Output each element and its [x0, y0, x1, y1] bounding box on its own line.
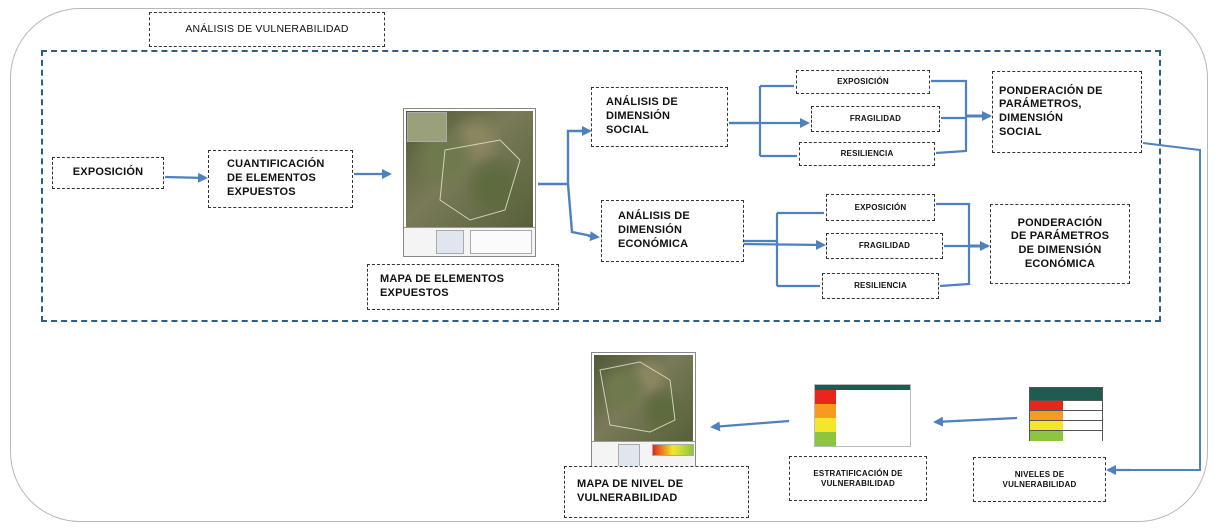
outer-frame — [10, 8, 1208, 522]
arrow-mapa-dimensiones — [538, 129, 598, 239]
node-cuantificacion: CUANTIFICACIÓN DE ELEMENTOS EXPUESTOS — [208, 150, 353, 208]
stratification-table-thumbnail — [814, 384, 911, 447]
arrow-economica-ponderacion — [936, 202, 971, 288]
node-social-exposicion: EXPOSICIÓN — [796, 70, 930, 94]
arrow-estratificacion-mapa — [710, 419, 790, 432]
arrow-niveles-estratificacion — [933, 416, 1018, 427]
arrow-social-ponderacion — [931, 79, 968, 155]
arrow-economica-parametros — [744, 211, 824, 288]
node-ponderacion-social: PONDERACIÓN DE PARÁMETROS, DIMENSIÓN SOC… — [992, 71, 1142, 153]
node-economica-fragilidad: FRAGILIDAD — [826, 233, 943, 259]
exposure-analysis-frame — [41, 50, 1161, 322]
arrow-social-parametros — [729, 84, 797, 158]
node-exposicion: EXPOSICIÓN — [52, 157, 164, 189]
node-ponderacion-economica: PONDERACIÓN DE PARÁMETROS DE DIMENSIÓN E… — [990, 204, 1130, 284]
diagram-title: ANÁLISIS DE VULNERABILIDAD — [149, 12, 385, 47]
node-social-resiliencia: RESILIENCIA — [799, 142, 935, 166]
node-mapa-elementos: MAPA DE ELEMENTOS EXPUESTOS — [367, 264, 559, 310]
node-niveles: NIVELES DE VULNERABILIDAD — [973, 457, 1106, 502]
exposed-elements-map-thumbnail — [403, 108, 536, 257]
node-economica-exposicion: EXPOSICIÓN — [826, 194, 935, 221]
vulnerability-map-thumbnail — [591, 352, 696, 470]
node-dimension-economica: ANÁLISIS DE DIMENSIÓN ECONÓMICA — [601, 200, 744, 262]
arrow-exposicion-cuantificacion — [164, 172, 208, 183]
node-economica-resiliencia: RESILIENCIA — [822, 273, 939, 299]
node-estratificacion: ESTRATIFICACIÓN DE VULNERABILIDAD — [789, 456, 927, 501]
arrow-ponderacion-niveles — [1112, 142, 1201, 471]
node-dimension-social: ANÁLISIS DE DIMENSIÓN SOCIAL — [591, 87, 728, 147]
node-mapa-nivel: MAPA DE NIVEL DE VULNERABILIDAD — [564, 466, 749, 518]
node-social-fragilidad: FRAGILIDAD — [811, 106, 940, 132]
levels-table-thumbnail — [1029, 387, 1103, 441]
